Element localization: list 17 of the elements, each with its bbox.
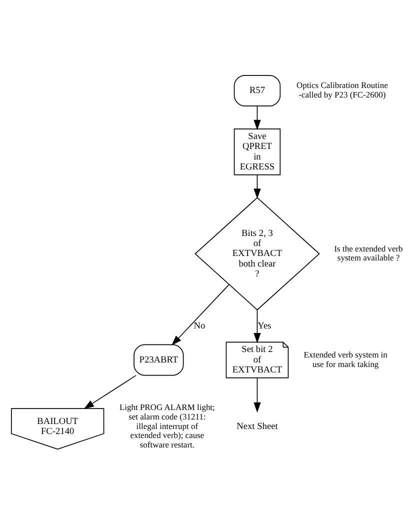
node-label: Light PROG ALARM light; set alarm code (31211: illegal interrupt of extended verb); cause software restart.: [119, 402, 215, 450]
node-box: R57: [234, 74, 281, 106]
edge-label: No: [194, 321, 206, 332]
arrow: [84, 375, 136, 409]
node-label: Optics Calibration Routine -called by P23 (FC-2600): [296, 80, 388, 100]
node-label: Extended verb system in use for mark taking: [304, 349, 388, 369]
edge-label: Yes: [258, 321, 272, 332]
node-box: P23ABRT: [134, 344, 184, 376]
node-diamond: Bits 2, 3 of EXTVBACT both clear ?: [194, 197, 320, 310]
arrow: [172, 284, 230, 346]
arrow: [254, 310, 261, 344]
arrow: [254, 378, 261, 413]
node-text: Next Sheet: [236, 422, 278, 432]
arrow: [254, 174, 261, 199]
arrow: [254, 106, 261, 130]
node-label: Is the extended verb system available ?: [334, 243, 403, 263]
node-box: Save QPRET in EGRESS: [234, 128, 281, 176]
